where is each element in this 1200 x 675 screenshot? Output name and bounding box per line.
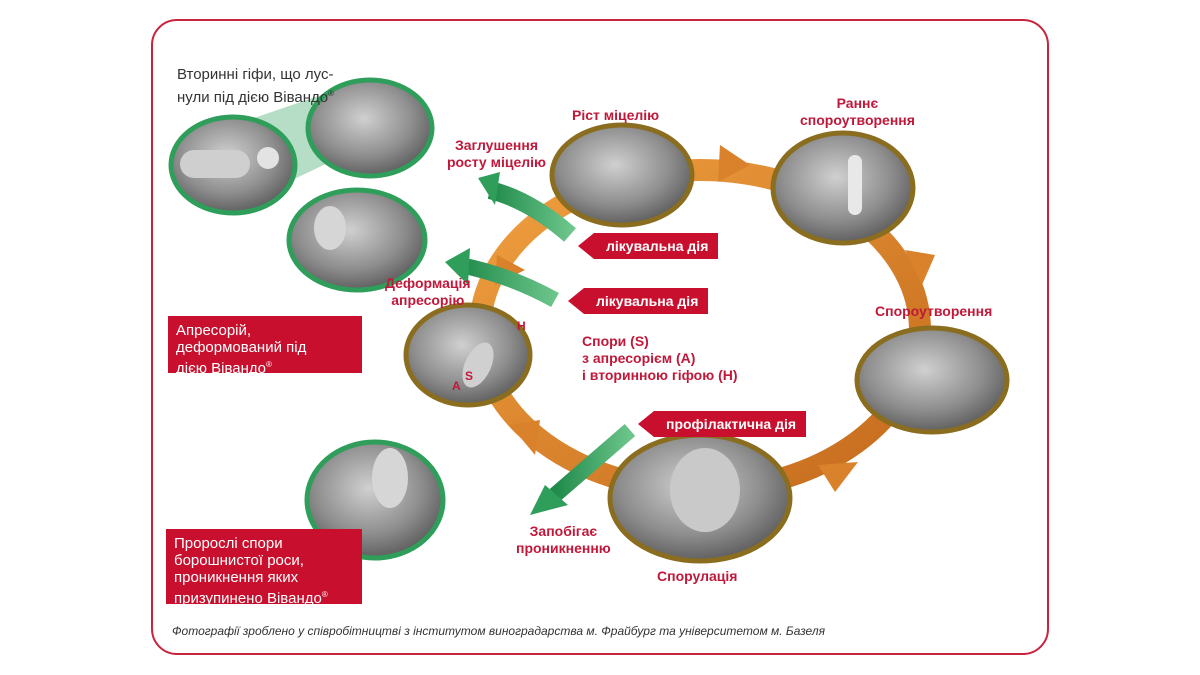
effect-deformation: Деформація апресорію — [385, 275, 471, 308]
photo-sporulation-formation — [854, 325, 1010, 435]
effect-suppression: Заглушення росту міцелію — [447, 137, 546, 170]
photo-early-sporulation — [770, 130, 916, 246]
photo-leaf-surface — [305, 77, 435, 179]
box-deformed-appressorium: Апресорій, деформований під дією Вівандо… — [168, 316, 362, 377]
stage-spores: Спори (S) з апресорієм (A) і вторинною г… — [582, 333, 738, 383]
cycle-arrow-icon — [905, 250, 935, 285]
cycle-arrow-icon — [510, 420, 540, 455]
cycle-arrow-icon — [818, 462, 858, 492]
marker-h: H — [517, 319, 526, 333]
green-arrow-icon — [478, 172, 500, 205]
tag-curative-1: лікувальна дія — [577, 233, 719, 259]
stage-early-sporulation: Раннє спороутворення — [800, 95, 915, 128]
stage-sporulation-formation: Спороутворення — [875, 303, 993, 319]
diagram-frame — [151, 19, 1049, 655]
green-arrow-icon — [549, 423, 636, 502]
stage-mycelium-growth: Ріст міцелію — [572, 107, 660, 123]
photo-credit: Фотографії зроблено у співробітництві з … — [172, 624, 826, 638]
marker-a: A — [452, 379, 461, 393]
box-germinated-spores: Пророслі спори борошнистої роси, проникн… — [166, 529, 362, 607]
tag-preventive: профілактична дія — [637, 411, 807, 437]
marker-s: S — [465, 369, 474, 383]
cycle-arrow-icon — [718, 145, 750, 182]
effect-prevents: Запобігає проникненню — [516, 523, 611, 556]
green-arrow-icon — [530, 485, 568, 515]
green-arrow-icon — [487, 181, 576, 242]
stage-sporulation: Спорулація — [657, 568, 738, 584]
green-arrow-icon — [445, 248, 470, 285]
tag-curative-2: лікувальна дія — [567, 288, 709, 314]
burst-hyphae-caption: Вторинні гіфи, що лус- нули під дією Вів… — [177, 66, 335, 106]
photo-spores — [403, 302, 533, 408]
photo-mycelium-growth — [549, 122, 695, 228]
green-arrow-icon — [458, 257, 559, 307]
